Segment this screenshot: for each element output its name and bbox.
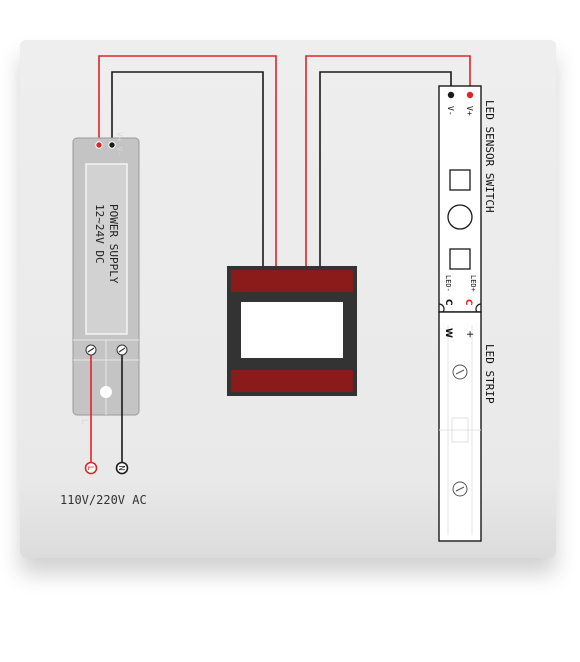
led-sensor-switch: V- V+ LED- LED+ C C LED SENSOR SWITCH	[438, 85, 496, 315]
screw-terminal-live	[85, 344, 97, 356]
screw-terminal-neutral	[116, 344, 128, 356]
strip-w-label: W	[443, 328, 453, 338]
sensor-led-minus-label: LED-	[444, 275, 452, 292]
sensor-led-plus-label: LED+	[469, 275, 477, 292]
led-chip-icon	[452, 364, 468, 380]
power-supply-bottom-mark: L	[80, 419, 89, 424]
sensor-vminus-label: V-	[446, 106, 455, 116]
mains-voltage-label: 110V/220V AC	[60, 493, 147, 507]
sensor-terminal-vminus	[447, 91, 455, 99]
wire-red-transformer-to-sensor	[305, 55, 471, 268]
led-strip-title: LED STRIP	[483, 344, 496, 404]
sensor-vplus-label: V+	[465, 106, 474, 116]
led-strip: W + LED STRIP	[438, 311, 496, 542]
sensor-indicator-square-top	[449, 169, 471, 191]
mains-terminal-live: L	[84, 461, 98, 475]
wire-red-ps-to-transformer	[98, 55, 277, 268]
sensor-c-label-red: C	[463, 299, 473, 306]
transformer	[227, 266, 357, 396]
sensor-c-label-black: C	[443, 299, 453, 306]
sensor-terminal-vplus	[466, 91, 474, 99]
svg-text:L: L	[86, 466, 95, 471]
power-supply-label-line1: POWER SUPPLY	[107, 204, 120, 284]
power-supply: V+ V- POWER SUPPLY 12~24V DC L	[72, 132, 140, 424]
sensor-indicator-square-bottom	[449, 248, 471, 270]
wire-black-ps-to-transformer	[111, 71, 264, 268]
power-supply-top-marks: V+ V-	[115, 132, 124, 156]
svg-text:N: N	[117, 465, 126, 471]
wire-black-transformer-to-sensor	[319, 71, 452, 268]
sensor-eye-icon	[447, 204, 473, 230]
power-supply-label-line2: 12~24V DC	[93, 204, 106, 264]
sensor-switch-title: LED SENSOR SWITCH	[483, 100, 496, 213]
led-chip-icon	[452, 481, 468, 497]
strip-plus-label: +	[464, 330, 475, 338]
mains-terminal-neutral: N	[115, 461, 129, 475]
